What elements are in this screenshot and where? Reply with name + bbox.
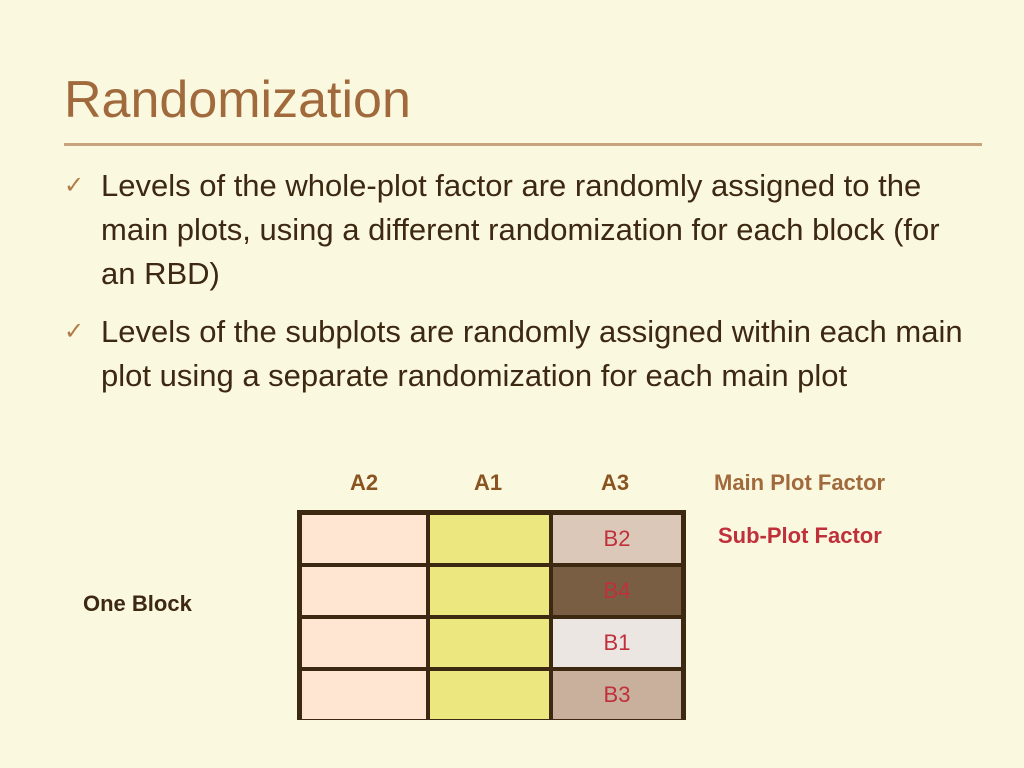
checkmark-icon: ✓ bbox=[64, 318, 85, 345]
column-label-a1: A1 bbox=[473, 470, 503, 495]
sub-plot-factor-label: Sub-Plot Factor bbox=[718, 523, 882, 548]
bullet-text: Levels of the subplots are randomly assi… bbox=[101, 314, 963, 393]
subplot-cell: B1 bbox=[553, 619, 681, 667]
plot-cell-a1 bbox=[430, 515, 549, 563]
title-divider bbox=[64, 143, 982, 146]
plot-cell-a1 bbox=[430, 619, 549, 667]
slide-title: Randomization bbox=[64, 71, 411, 129]
bullet-item: ✓ Levels of the whole-plot factor are ra… bbox=[64, 164, 964, 296]
bullet-list: ✓ Levels of the whole-plot factor are ra… bbox=[64, 164, 964, 412]
subplot-cell: B2 bbox=[553, 515, 681, 563]
checkmark-icon: ✓ bbox=[64, 172, 85, 199]
column-label-a2: A2 bbox=[349, 470, 379, 495]
subplot-cell: B3 bbox=[553, 671, 681, 719]
subplot-cell: B4 bbox=[553, 567, 681, 615]
plot-cell-a1 bbox=[430, 567, 549, 615]
bullet-item: ✓ Levels of the subplots are randomly as… bbox=[64, 310, 964, 398]
plot-cell-a2 bbox=[302, 619, 426, 667]
plot-cell-a2 bbox=[302, 671, 426, 719]
plot-cell-a1 bbox=[430, 671, 549, 719]
column-label-a3: A3 bbox=[600, 470, 630, 495]
block-label: One Block bbox=[83, 591, 192, 616]
bullet-text: Levels of the whole-plot factor are rand… bbox=[101, 168, 940, 291]
split-plot-grid: B2 B4 B1 B3 bbox=[297, 510, 686, 720]
plot-cell-a2 bbox=[302, 567, 426, 615]
main-plot-factor-label: Main Plot Factor bbox=[714, 470, 886, 495]
plot-cell-a2 bbox=[302, 515, 426, 563]
